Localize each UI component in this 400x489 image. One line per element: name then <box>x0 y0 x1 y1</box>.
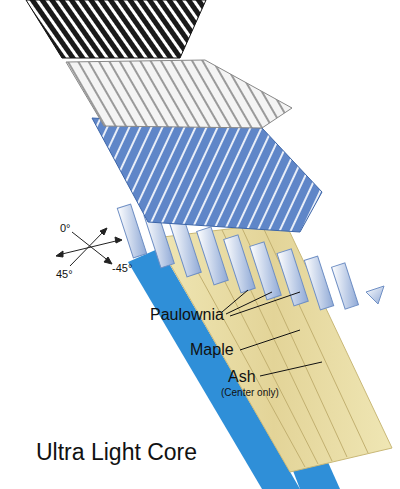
carbon-layer <box>26 0 206 58</box>
diagram-title: Ultra Light Core <box>36 440 197 465</box>
leader-line <box>222 290 322 376</box>
part-label: Paulownia <box>150 306 224 324</box>
angle-label: -45° <box>112 262 132 274</box>
note-label: (Center only) <box>221 387 279 398</box>
bias-layer <box>92 118 322 232</box>
angle-label: 0° <box>60 222 71 234</box>
angle-label: 45° <box>56 268 73 280</box>
glass-layer <box>66 60 292 128</box>
part-label: Maple <box>190 341 234 359</box>
part-label: Ash <box>228 368 256 386</box>
wood-grain <box>178 225 368 467</box>
